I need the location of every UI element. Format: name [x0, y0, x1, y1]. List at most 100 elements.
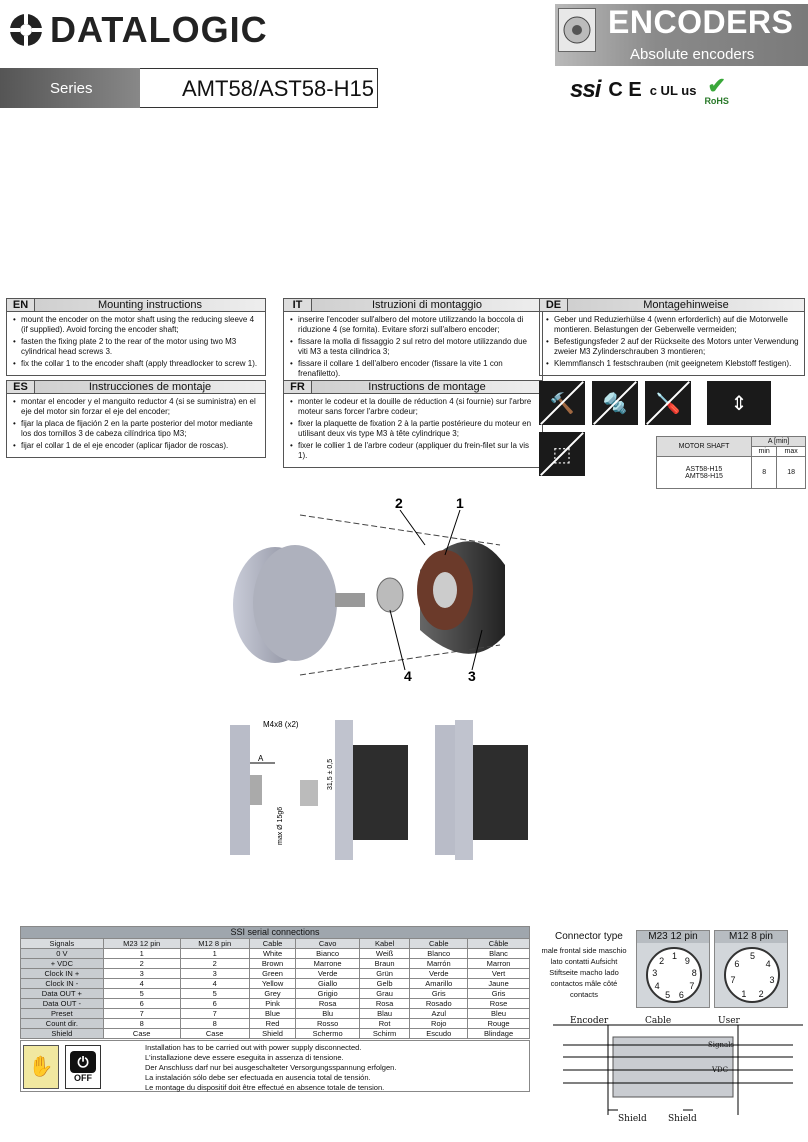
ssi-cell: Rosa — [295, 998, 360, 1009]
pin-number: 9 — [684, 955, 690, 966]
encoder-label: Encoder — [570, 1016, 609, 1026]
ssi-cell: Weiß — [358, 948, 411, 959]
ssi-cell: Brown — [248, 958, 297, 969]
ssi-cell: 7 — [179, 1008, 250, 1019]
ssi-cell: 5 — [179, 988, 250, 999]
ssi-cell: Rosado — [409, 998, 469, 1009]
ssi-cell: Jaune — [467, 978, 530, 989]
pin-number: 7 — [730, 975, 736, 986]
cable-shield-diagram — [553, 1024, 803, 1115]
ssi-cell: Giallo — [295, 978, 360, 989]
ssi-cell: 6 — [102, 998, 181, 1009]
label-3: 3 — [468, 668, 476, 684]
installation-warning: ✋ ⏻OFF Installation has to be carried ou… — [20, 1040, 530, 1092]
ssi-cell: Case — [179, 1028, 250, 1039]
certifications: ssi C E c UL us ✔RoHS — [570, 74, 765, 105]
pin-number: 6 — [678, 989, 684, 1000]
ssi-cell: Blindage — [467, 1028, 530, 1039]
no-hammer-icon: 🔨 — [539, 381, 585, 425]
signals-label: Signals — [708, 1041, 735, 1049]
ssi-cell: Schermo — [295, 1028, 360, 1039]
ssi-cell: Rouge — [467, 1018, 530, 1029]
ssi-cell: Preset — [20, 1008, 104, 1019]
dim-31-5: 31,5 ± 0,5 — [327, 759, 334, 790]
ssi-cell: Red — [248, 1018, 297, 1029]
ssi-cell: Azul — [409, 1008, 469, 1019]
ssi-cell: White — [248, 948, 297, 959]
ssi-cell: Grigio — [295, 988, 360, 999]
pin-number: 5 — [750, 951, 756, 961]
shield-label-2: Shield — [668, 1114, 697, 1124]
ssi-cell: Shield — [20, 1028, 104, 1039]
ssi-cell: 8 — [102, 1018, 181, 1029]
ssi-cell: Shield — [248, 1028, 297, 1039]
ssi-cell: Gris — [467, 988, 530, 999]
ssi-cell: Marron — [467, 958, 530, 969]
pin-number: 4 — [765, 958, 771, 969]
ssi-cell: 0 V — [20, 948, 104, 959]
ul-mark-icon: c UL us — [649, 82, 697, 98]
shield-label-1: Shield — [618, 1114, 647, 1124]
dim-shaft: max Ø 15g6 — [277, 807, 284, 845]
label-4: 4 — [404, 668, 412, 684]
encoder-icon — [558, 8, 596, 52]
pin-number: 1 — [741, 989, 747, 1000]
ce-mark-icon: C E — [608, 78, 642, 101]
ssi-cell: 4 — [102, 978, 181, 989]
user-label: User — [718, 1016, 740, 1026]
ssi-cell: 1 — [179, 948, 250, 959]
ssi-cell: Bianco — [295, 948, 360, 959]
ssi-cell: Verde — [409, 968, 469, 979]
pin-number: 6 — [734, 958, 740, 969]
connector-subtitle: male frontal side maschio lato contatti … — [541, 946, 627, 999]
ssi-cell: Escudo — [409, 1028, 469, 1039]
alignment-icon: ⇕ — [707, 381, 771, 425]
ssi-cell: 5 — [102, 988, 181, 999]
ssi-cell: Green — [248, 968, 297, 979]
ssi-cell: Grün — [358, 968, 411, 979]
ssi-cell: Marrone — [295, 958, 360, 969]
ssi-cell: Blau — [358, 1008, 411, 1019]
datalogic-logo: DATALOGIC — [8, 8, 308, 52]
ssi-logo: ssi — [570, 76, 601, 103]
ssi-cell: Bleu — [467, 1008, 530, 1019]
ssi-cell: Data OUT - — [20, 998, 104, 1009]
ssi-cell: Verde — [295, 968, 360, 979]
ssi-cell: Vert — [467, 968, 530, 979]
ssi-cell: 2 — [179, 958, 250, 969]
cable-label: Cable — [645, 1016, 672, 1026]
header-band — [555, 4, 808, 66]
label-2: 2 — [395, 495, 403, 511]
pin-number: 4 — [654, 981, 660, 991]
power-off-icon: ⏻OFF — [65, 1045, 101, 1089]
ssi-cell: Data OUT + — [20, 988, 104, 999]
ssi-cell: Rot — [358, 1018, 411, 1029]
ssi-cell: 7 — [102, 1008, 181, 1019]
brand-name: DATALOGIC — [50, 9, 268, 50]
category-subtitle: Absolute encoders — [630, 46, 755, 63]
ssi-cell: Blanco — [409, 948, 469, 959]
logo-mark-icon — [10, 14, 42, 46]
ssi-cell: Blue — [248, 1008, 297, 1019]
no-drill-icon: 🔩 — [592, 381, 638, 425]
pin-number: 2 — [659, 955, 665, 966]
pin-number: 3 — [652, 967, 658, 978]
ssi-cell: Rosa — [358, 998, 411, 1009]
ssi-cell: Clock IN - — [20, 978, 104, 989]
ssi-cell: 6 — [179, 998, 250, 1009]
ssi-cell: + VDC — [20, 958, 104, 969]
pin-number: 1 — [672, 951, 678, 961]
dim-a: A — [258, 754, 264, 763]
ssi-cell: Rojo — [409, 1018, 469, 1029]
